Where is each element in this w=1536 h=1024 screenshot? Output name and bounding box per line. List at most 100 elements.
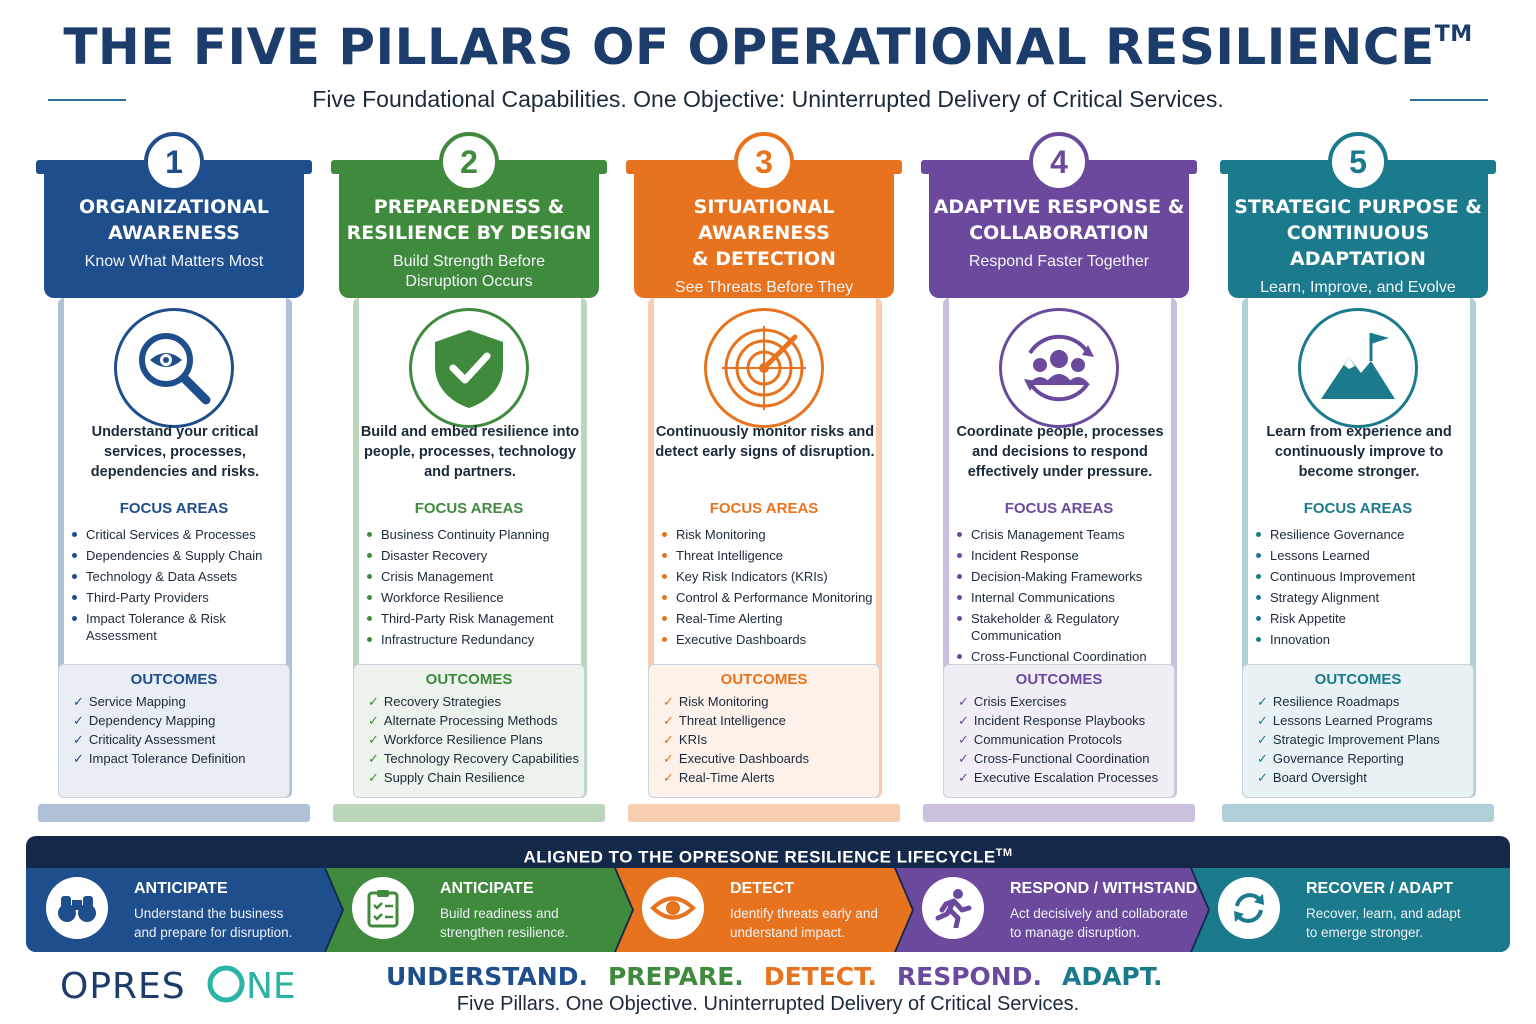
focus-area-item: Impact Tolerance & Risk Assessment bbox=[72, 610, 292, 644]
pillar-4: 4 ADAPTIVE RESPONSE & COLLABORATION Resp… bbox=[921, 132, 1201, 824]
pillar-1: 1 ORGANIZATIONAL AWARENESS Know What Mat… bbox=[36, 132, 316, 824]
outcomes-box: OUTCOMES Resilience RoadmapsLessons Lear… bbox=[1242, 664, 1474, 798]
focus-areas-heading: FOCUS AREAS bbox=[1004, 500, 1114, 517]
lifecycle-title: ALIGNED TO THE OPRESONE RESILIENCE LIFEC… bbox=[523, 847, 1013, 867]
pillar-description: Continuously monitor risks and detect ea… bbox=[655, 424, 875, 460]
page-title: THE FIVE PILLARS OF OPERATIONAL RESILIEN… bbox=[63, 18, 1473, 76]
refresh-cycle-icon bbox=[1218, 877, 1280, 939]
pillar-base bbox=[923, 804, 1195, 822]
stage-title: ANTICIPATE bbox=[134, 880, 228, 897]
running-person-icon bbox=[922, 877, 984, 939]
pillar-name: SITUATIONAL AWARENESS & DETECTION bbox=[692, 196, 836, 270]
lifecycle-stage-3: DETECT Identify threats early and unders… bbox=[622, 868, 908, 952]
outcomes-box: OUTCOMES Service MappingDependency Mappi… bbox=[58, 664, 290, 798]
outcome-item: Communication Protocols bbox=[958, 730, 1174, 749]
focus-areas-heading: FOCUS AREAS bbox=[709, 500, 819, 517]
outcome-item: Recovery Strategies bbox=[368, 692, 584, 711]
lifecycle-stage-4: RESPOND / WITHSTAND Act decisively and c… bbox=[902, 868, 1204, 952]
outcomes-list: Service MappingDependency MappingCritica… bbox=[73, 692, 289, 768]
radar-icon bbox=[704, 308, 824, 428]
outcomes-heading: OUTCOMES bbox=[130, 671, 218, 688]
slogan-word: UNDERSTAND. bbox=[386, 962, 588, 991]
lifecycle-stage-1: ANTICIPATE Understand the business and p… bbox=[26, 868, 332, 952]
eye-icon bbox=[642, 877, 704, 939]
outcomes-box: OUTCOMES Recovery StrategiesAlternate Pr… bbox=[353, 664, 585, 798]
focus-area-item: Business Continuity Planning bbox=[367, 526, 587, 543]
pillar-name: ADAPTIVE RESPONSE & COLLABORATION bbox=[933, 196, 1185, 244]
slogan-word: PREPARE. bbox=[607, 962, 744, 991]
divider-left bbox=[48, 99, 126, 101]
outcome-item: Real-Time Alerts bbox=[663, 768, 879, 787]
outcome-item: Cross-Functional Coordination bbox=[958, 749, 1174, 768]
pillar-3: 3 SITUATIONAL AWARENESS & DETECTION See … bbox=[626, 132, 906, 824]
focus-area-item: Decision-Making Frameworks bbox=[957, 568, 1177, 585]
stage-description: Act decisively and collaborate to manage… bbox=[1010, 906, 1188, 940]
stage-description: Build readiness and strengthen resilienc… bbox=[440, 906, 569, 940]
focus-area-item: Crisis Management Teams bbox=[957, 526, 1177, 543]
lifecycle-stage-5: RECOVER / ADAPT Recover, learn, and adap… bbox=[1198, 868, 1506, 952]
focus-area-item: Third-Party Risk Management bbox=[367, 610, 587, 627]
focus-areas-heading: FOCUS AREAS bbox=[414, 500, 524, 517]
outcome-item: Executive Dashboards bbox=[663, 749, 879, 768]
focus-area-item: Innovation bbox=[1256, 631, 1476, 648]
focus-area-item: Risk Appetite bbox=[1256, 610, 1476, 627]
outcome-item: Service Mapping bbox=[73, 692, 289, 711]
focus-area-item: Infrastructure Redundancy bbox=[367, 631, 587, 648]
slogan: UNDERSTAND.PREPARE.DETECT.RESPOND.ADAPT. bbox=[376, 962, 1163, 991]
pillar-base bbox=[628, 804, 900, 822]
focus-area-item: Key Risk Indicators (KRIs) bbox=[662, 568, 882, 585]
pillar-description: Understand your critical services, proce… bbox=[90, 424, 260, 480]
outcome-item: KRIs bbox=[663, 730, 879, 749]
stage-title: ANTICIPATE bbox=[440, 880, 534, 897]
pillar-description: Coordinate people, processes and decisio… bbox=[956, 424, 1164, 480]
outcome-item: Threat Intelligence bbox=[663, 711, 879, 730]
outcome-item: Executive Escalation Processes bbox=[958, 768, 1174, 787]
opresone-logo: OPRES NE bbox=[60, 965, 296, 1006]
outcome-item: Criticality Assessment bbox=[73, 730, 289, 749]
outcome-item: Resilience Roadmaps bbox=[1257, 692, 1473, 711]
binoculars-icon bbox=[46, 877, 108, 939]
pillar-5: 5 STRATEGIC PURPOSE & CONTINUOUS ADAPTAT… bbox=[1220, 132, 1500, 824]
focus-area-item: Stakeholder & Regulatory Communication bbox=[957, 610, 1177, 644]
focus-area-item: Internal Communications bbox=[957, 589, 1177, 606]
pillar-name: STRATEGIC PURPOSE & CONTINUOUS ADAPTATIO… bbox=[1234, 196, 1482, 270]
outcomes-list: Crisis ExercisesIncident Response Playbo… bbox=[958, 692, 1174, 787]
divider-right bbox=[1410, 99, 1488, 101]
outcome-item: Impact Tolerance Definition bbox=[73, 749, 289, 768]
outcome-item: Risk Monitoring bbox=[663, 692, 879, 711]
focus-area-item: Incident Response bbox=[957, 547, 1177, 564]
team-cycle-icon bbox=[999, 308, 1119, 428]
focus-area-item: Workforce Resilience bbox=[367, 589, 587, 606]
pillar-base bbox=[1222, 804, 1494, 822]
focus-area-item: Disaster Recovery bbox=[367, 547, 587, 564]
outcome-item: Workforce Resilience Plans bbox=[368, 730, 584, 749]
stage-description: Identify threats early and understand im… bbox=[730, 906, 878, 940]
outcomes-heading: OUTCOMES bbox=[1015, 671, 1103, 688]
outcomes-box: OUTCOMES Crisis ExercisesIncident Respon… bbox=[943, 664, 1175, 798]
outcome-item: Lessons Learned Programs bbox=[1257, 711, 1473, 730]
slogan-word: ADAPT. bbox=[1061, 962, 1163, 991]
outcomes-heading: OUTCOMES bbox=[425, 671, 513, 688]
focus-area-item: Crisis Management bbox=[367, 568, 587, 585]
focus-area-item: Resilience Governance bbox=[1256, 526, 1476, 543]
outcome-item: Incident Response Playbooks bbox=[958, 711, 1174, 730]
outcome-item: Technology Recovery Capabilities bbox=[368, 749, 584, 768]
focus-area-item: Lessons Learned bbox=[1256, 547, 1476, 564]
outcome-item: Alternate Processing Methods bbox=[368, 711, 584, 730]
focus-areas-heading: FOCUS AREAS bbox=[1303, 500, 1413, 517]
outcomes-heading: OUTCOMES bbox=[1314, 671, 1402, 688]
outcome-item: Dependency Mapping bbox=[73, 711, 289, 730]
pillar-number-badge: 1 bbox=[144, 132, 204, 192]
lifecycle-stage-2: ANTICIPATE Build readiness and strengthe… bbox=[332, 868, 628, 952]
stage-title: RESPOND / WITHSTAND bbox=[1010, 880, 1198, 897]
pillar-tagline: Learn, Improve, and Evolve bbox=[1260, 279, 1456, 296]
pillar-description: Build and embed resilience into people, … bbox=[360, 424, 580, 480]
pillar-2: 2 PREPAREDNESS & RESILIENCE BY DESIGN Bu… bbox=[331, 132, 611, 824]
pillar-name: ORGANIZATIONAL AWARENESS bbox=[79, 196, 269, 244]
outcome-item: Strategic Improvement Plans bbox=[1257, 730, 1473, 749]
pillar-tagline: Build Strength Before Disruption Occurs bbox=[392, 253, 546, 290]
focus-area-item: Continuous Improvement bbox=[1256, 568, 1476, 585]
